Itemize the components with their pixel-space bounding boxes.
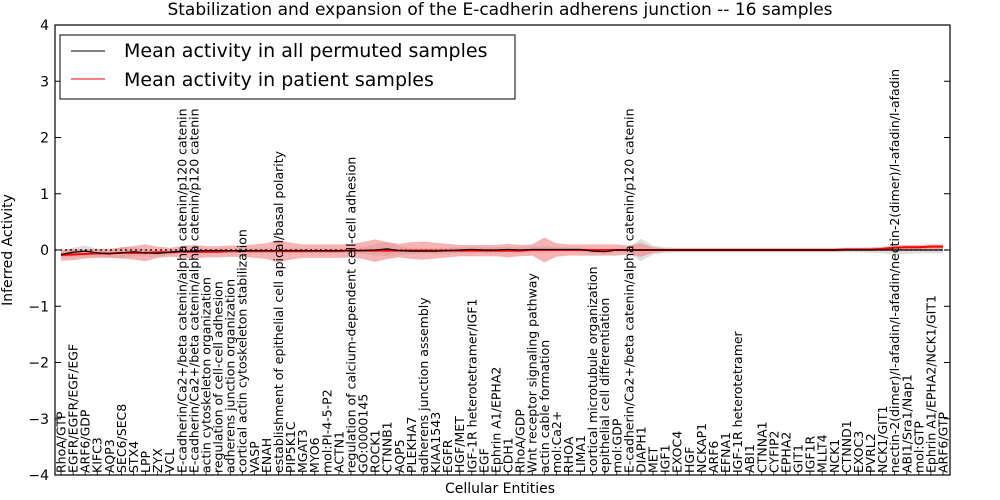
x-tick-label: KIAA1543	[428, 412, 443, 473]
x-tick-label: actin cytoskeleton organization	[198, 277, 213, 473]
x-tick-label: EGFR/EGFR/EGF/EGF	[66, 344, 81, 473]
x-tick-label: MLLT4	[815, 434, 830, 473]
x-tick-label: NCKAP1	[694, 423, 709, 473]
x-tick-label: PLEKHA7	[404, 416, 419, 473]
legend-label-permuted: Mean activity in all permuted samples	[124, 40, 487, 62]
mean-lines	[60, 245, 943, 257]
x-tick-label: EXOC3	[851, 431, 866, 473]
x-tick-label: mol:GTP	[911, 421, 926, 473]
x-tick-label: SEC6/SEC8	[114, 404, 129, 473]
x-tick-label: IGF-1R heterotetramer/IGF1	[464, 299, 479, 473]
x-tick-label: NCK1	[827, 439, 842, 473]
x-tick-label: ROCK1	[368, 430, 383, 473]
x-tick-label: IGF1	[658, 444, 673, 473]
x-tick-label: E-cadherin/Ca2+/beta catenin/alpha caten…	[186, 108, 201, 473]
x-tick-label: E-cadherin/Ca2+/beta catenin/alpha caten…	[621, 108, 636, 473]
y-tick-label: −3	[28, 412, 49, 428]
y-tick-label: 0	[40, 243, 49, 259]
x-tick-label: HGF	[682, 447, 697, 473]
y-tick-label: 1	[40, 187, 49, 203]
x-tick-label: Ephrin A1/EPHA2	[488, 367, 503, 473]
legend: Mean activity in all permuted samples Me…	[59, 34, 516, 100]
x-tick-label: ARF6/GTP	[936, 412, 951, 473]
x-tick-label: STX4	[126, 441, 141, 473]
x-tick-label: CTNNB1	[380, 421, 395, 473]
x-tick-label: E-cadherin/Ca2+/beta catenin/alpha caten…	[174, 108, 189, 473]
x-tick-label: MET	[646, 446, 661, 473]
x-tick-label: Wnt receptor signaling pathway	[525, 273, 540, 473]
x-tick-labels: RhoA/GTPEGFR/EGFR/EGF/EGFARF6/GDPKIFC3AQ…	[54, 69, 951, 475]
x-tick-label: epithelial cell differentiation	[597, 298, 612, 473]
x-tick-label: RhoA/GTP	[54, 411, 69, 473]
y-tick-label: 4	[40, 18, 49, 34]
x-tick-label: CDH1	[501, 437, 516, 473]
x-tick-label: EPHA2	[778, 432, 793, 473]
x-tick-label: KIFC3	[90, 437, 105, 473]
x-tick-label: EGF	[476, 448, 491, 473]
y-tick-label: −1	[28, 299, 49, 315]
x-tick-label: ABI1/Sra1/Nap1	[899, 374, 914, 473]
x-tick-label: PIP5K1C	[283, 421, 298, 473]
x-tick-label: ZYX	[150, 448, 165, 473]
x-tick-label: DIAPH1	[633, 426, 648, 473]
x-tick-label: cortical microtubule organization	[585, 266, 600, 473]
y-ticks: −4 −3 −2 −1 0 1 2 3 4	[28, 18, 950, 484]
y-tick-label: −4	[28, 468, 49, 484]
y-tick-label: 2	[40, 131, 49, 147]
x-tick-label: mol:PI-4-5-P2	[319, 389, 334, 473]
x-tick-label: IGF-1R heterotetramer	[730, 330, 745, 473]
y-tick-label: 3	[40, 74, 49, 90]
x-tick-label: Ephrin A1/EPHA2/NCK1/GIT1	[923, 295, 938, 473]
x-tick-label: ACTN1	[331, 431, 346, 473]
x-tick-label: establishment of epithelial cell apical/…	[271, 150, 286, 473]
x-tick-label: AQP3	[102, 439, 117, 473]
x-tick-label: RhoA/GDP	[513, 409, 528, 473]
x-tick-label: VASP	[247, 441, 262, 473]
x-axis-label: Cellular Entities	[445, 481, 555, 497]
x-tick-label: CTNND1	[839, 420, 854, 473]
x-tick-label: RHOA	[561, 436, 576, 473]
x-tick-label: EXOC4	[670, 431, 685, 473]
x-tick-label: adherens junction organization	[223, 279, 238, 473]
x-tick-label: IGF1R	[803, 435, 818, 473]
x-tick-label: VCL	[162, 449, 177, 473]
x-tick-label: LPP	[138, 450, 153, 473]
y-axis-label: Inferred Activity	[0, 194, 16, 306]
x-tick-label: ENAH	[259, 438, 274, 473]
x-tick-label: mol:GDP	[609, 418, 624, 473]
x-tick-label: adherens junction assembly	[416, 297, 431, 473]
x-tick-label: EGFR	[440, 439, 455, 473]
x-tick-label: ARF6/GDP	[78, 409, 93, 473]
x-tick-label: HGF/MET	[452, 416, 467, 473]
mean-line-permuted	[60, 248, 943, 256]
x-tick-label: nectin-2(dimer)/l-afadin/l-afadin/nectin…	[887, 69, 902, 473]
x-tick-label: GO:0000145	[356, 394, 371, 473]
x-tick-label: ARF6	[706, 441, 721, 473]
x-tick-label: EFNA1	[718, 432, 733, 473]
x-tick-label: PVRL2	[863, 433, 878, 473]
x-tick-label: AQP5	[392, 439, 407, 473]
x-tick-label: regulation of cell-cell adhesion	[211, 281, 226, 473]
x-tick-label: regulation of calcium-dependent cell-cel…	[343, 157, 358, 473]
legend-label-patient: Mean activity in patient samples	[124, 69, 434, 91]
plot-frame	[54, 24, 951, 476]
x-tick-label: CYFIP2	[766, 430, 781, 473]
y-tick-label: −2	[28, 356, 49, 372]
x-tick-label: mol:Ca2+	[549, 411, 564, 473]
chart-title: Stabilization and expansion of the E-cad…	[167, 0, 832, 20]
x-tick-label: MGAT3	[295, 429, 310, 473]
x-tick-label: NCK1/GIT1	[875, 406, 890, 473]
x-tick-label: GIT1	[791, 444, 806, 473]
x-tick-label: cortical actin cytoskeleton stabilizatio…	[235, 229, 250, 473]
x-tick-label: MYO6	[307, 437, 322, 473]
x-tick-label: LIMA1	[573, 435, 588, 473]
x-tick-label: actin cable formation	[537, 340, 552, 473]
x-tick-label: ABI1	[742, 444, 757, 473]
x-tick-label: CTNNA1	[754, 421, 769, 473]
